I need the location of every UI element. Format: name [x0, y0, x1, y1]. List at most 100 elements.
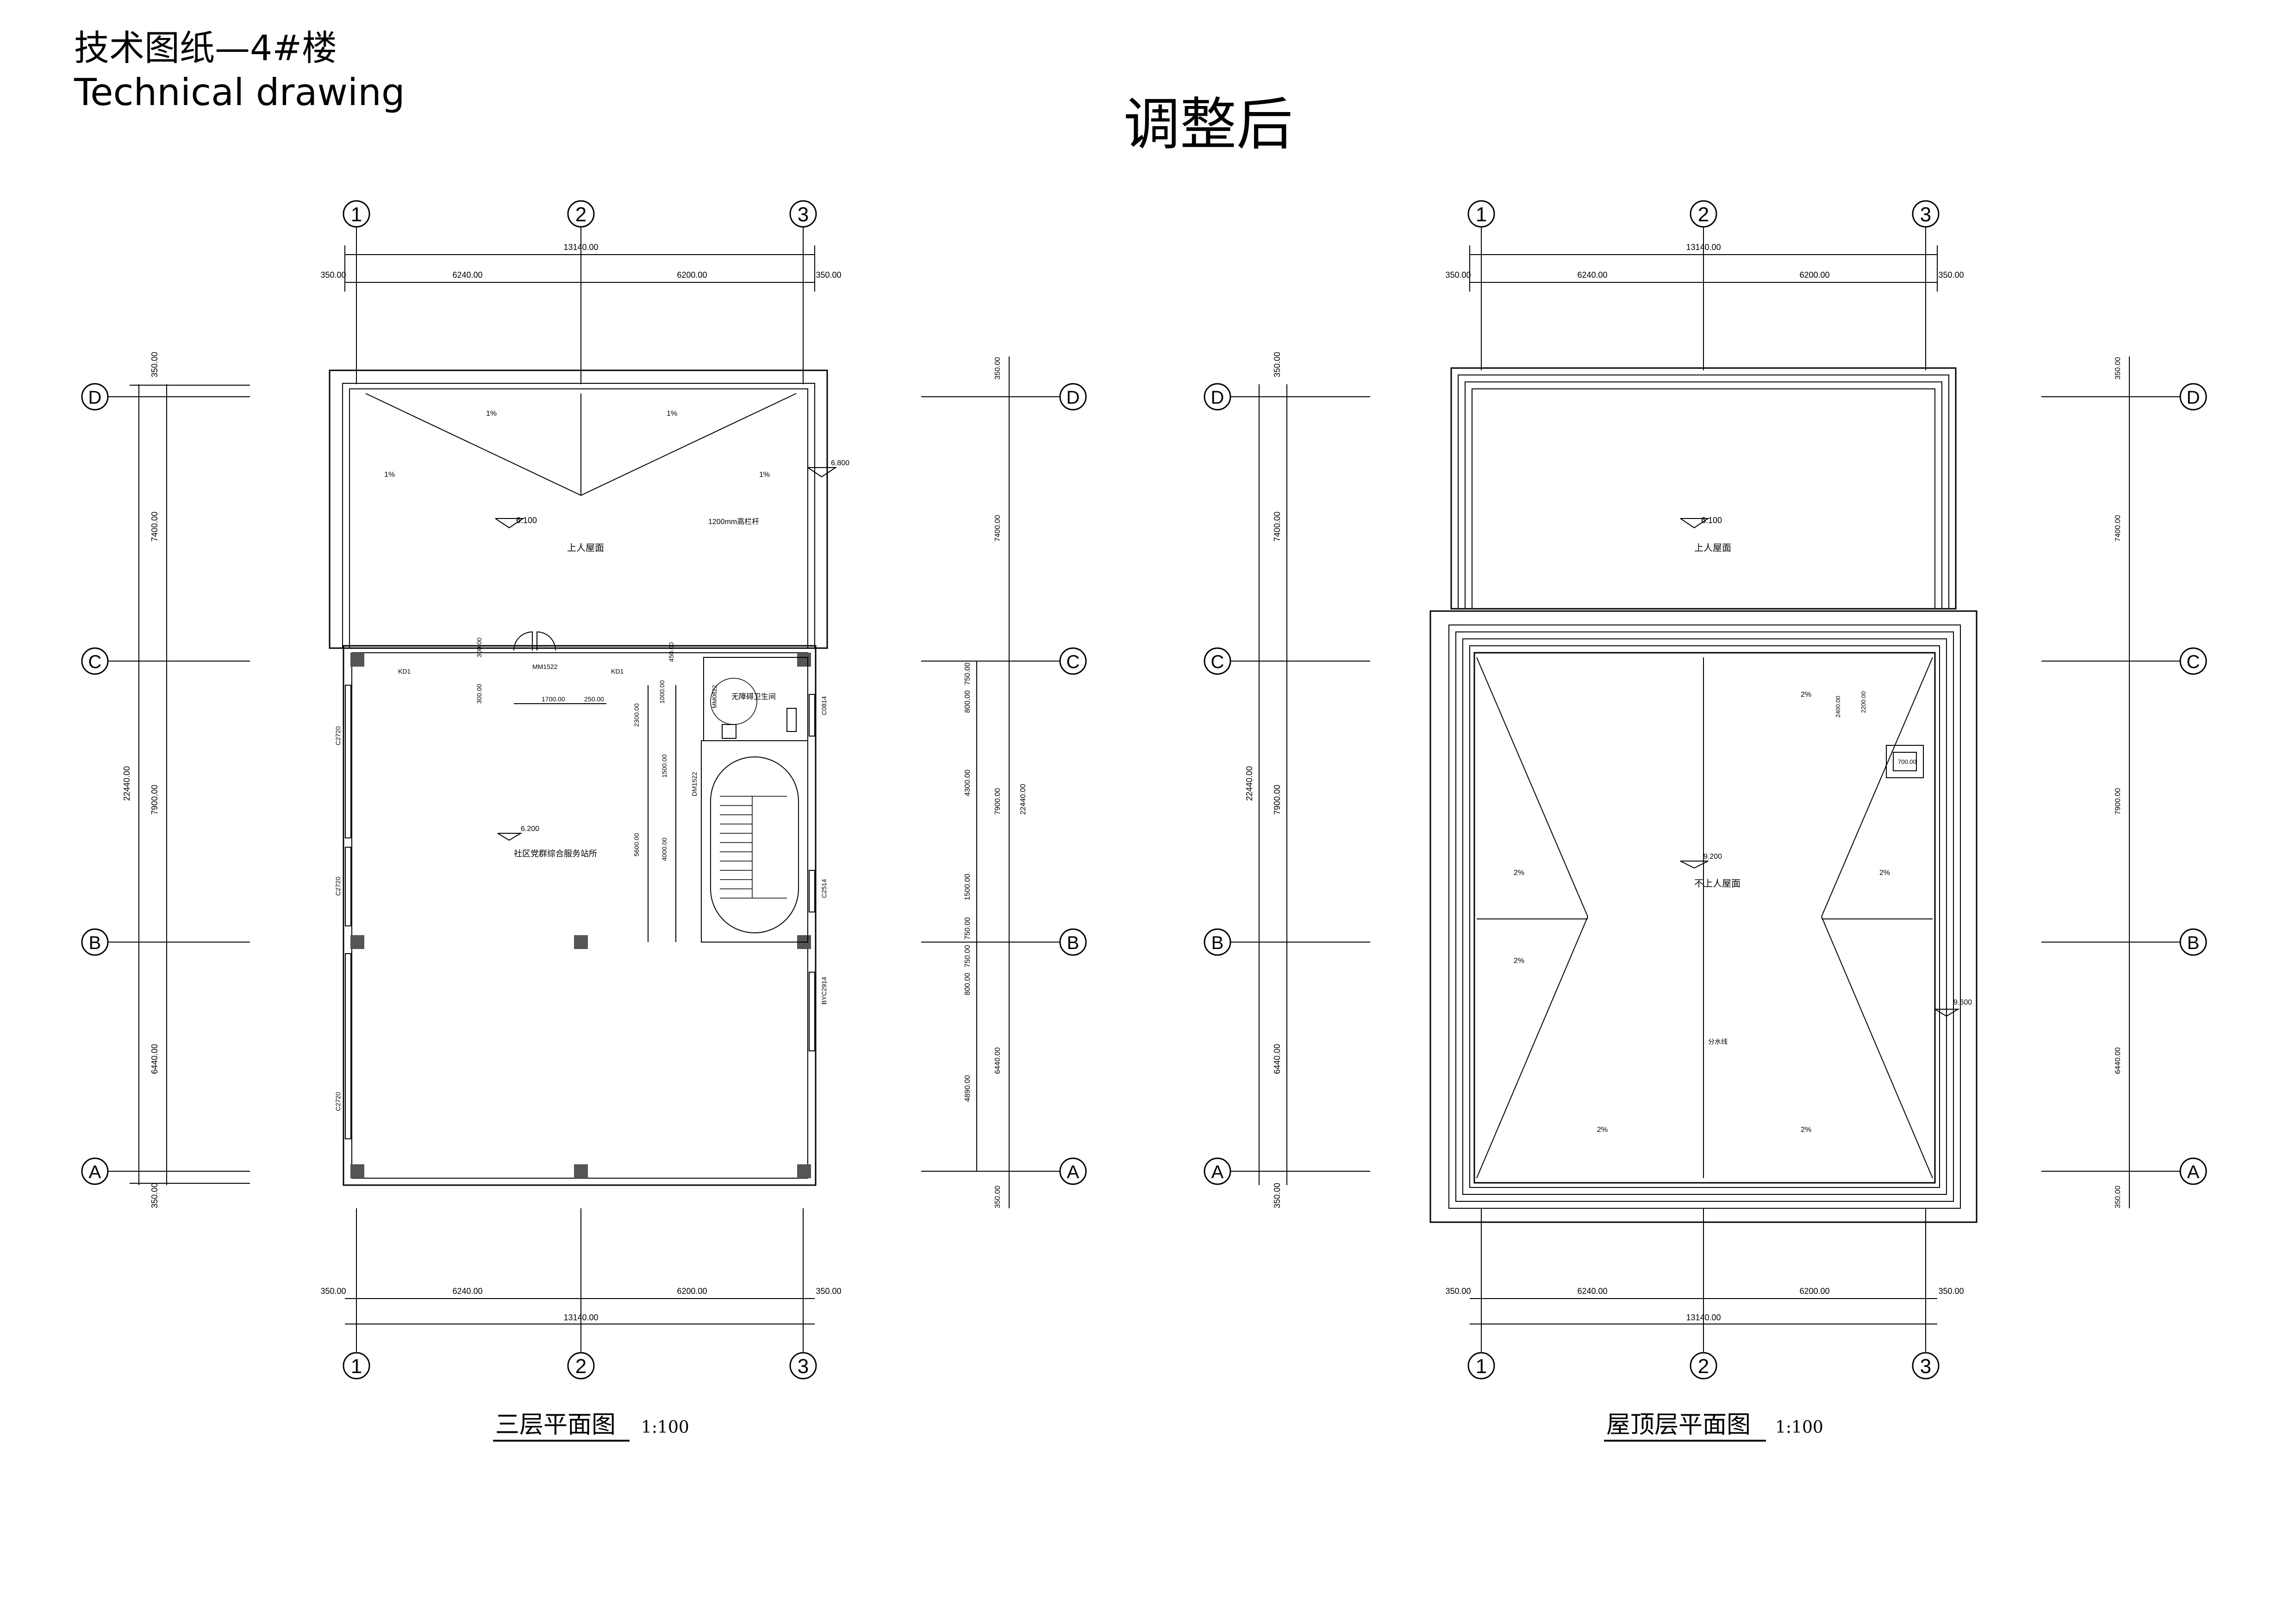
door-stair: DM1522 [691, 772, 698, 796]
dim-c: 6200.00 [1799, 270, 1829, 280]
axis-label: 1 [351, 203, 362, 226]
dim-b: 6240.00 [452, 270, 482, 280]
dim-c: 6200.00 [677, 1287, 707, 1296]
roof-desc: 上人屋面 [567, 543, 604, 553]
dim-right: 350.00 [2114, 1186, 2122, 1208]
dim-b: 6240.00 [1577, 1287, 1607, 1296]
axis-label: D [1211, 387, 1224, 408]
axis-label: B [1067, 933, 1079, 953]
dim-a: 350.00 [1445, 270, 1471, 280]
dim-300a: 300.00 [475, 637, 483, 657]
dim-right: 4300.00 [964, 769, 972, 796]
dim-left-total: 22440.00 [1245, 766, 1254, 801]
dim-right: 6440.00 [2114, 1047, 2122, 1074]
dim-left-total: 22440.00 [122, 766, 131, 801]
dim-c: 6200.00 [677, 270, 707, 280]
roof-desc: 上人屋面 [1694, 543, 1731, 553]
axis-label: C [2187, 652, 2200, 672]
dim-a: 350.00 [320, 270, 346, 280]
dim-d: 350.00 [816, 270, 841, 280]
axis-label: A [2187, 1162, 2200, 1182]
column [350, 935, 364, 949]
parapet-level: 9.600 [1953, 999, 1972, 1006]
window-label: C2514 [820, 879, 828, 898]
dim-c: 6200.00 [1799, 1287, 1829, 1296]
kd-label: KD1 [398, 668, 411, 675]
axis-bubbles-top: 1 2 3 [1467, 200, 1940, 370]
dim-1000: 1000.00 [658, 680, 666, 704]
window-label: C2720 [334, 877, 342, 896]
column [350, 653, 364, 667]
dim-1500: 1500.00 [661, 754, 668, 778]
dim-left-top: 350.00 [1273, 352, 1282, 377]
axis-label: 2 [575, 1355, 586, 1378]
slope-label: 1% [667, 410, 677, 418]
slope-label: 2% [1879, 869, 1890, 877]
axis-label: 1 [1476, 1355, 1487, 1378]
dim-left-cb: 7900.00 [1273, 785, 1282, 815]
axis-label: 3 [798, 203, 809, 226]
main-title: 调整后 [1123, 92, 1293, 157]
dim-total: 13140.00 [563, 1313, 598, 1322]
dim-right: 350.00 [994, 1186, 1002, 1208]
dim-right: 350.00 [2114, 357, 2122, 380]
top-desc: 不上人屋面 [1694, 878, 1741, 889]
dims-top: 13140.00 350.00 6240.00 6200.00 350.00 [320, 243, 842, 292]
slope-label: 2% [1514, 957, 1524, 965]
dim-left-dc: 7400.00 [150, 512, 159, 542]
axis-label: A [89, 1162, 101, 1182]
slope-label: 2% [1801, 691, 1811, 699]
dim-right: 750.00 [964, 662, 972, 685]
axis-label: D [2187, 387, 2200, 408]
axis-label: 2 [1698, 203, 1709, 226]
dim-4000: 4000.00 [661, 837, 668, 861]
dim-b: 6240.00 [1577, 270, 1607, 280]
dim-1700: 1700.00 [542, 695, 565, 703]
dim-b: 6240.00 [452, 1287, 482, 1296]
toilet-label: 无障碍卫生间 [731, 693, 776, 701]
dim-left-dc: 7400.00 [1273, 512, 1282, 542]
header-title-en: Technical drawing [74, 71, 405, 114]
dim-left-bottom: 350.00 [1273, 1183, 1282, 1208]
column [574, 1164, 588, 1178]
dim-d: 350.00 [1938, 270, 1964, 280]
kd-label: KD1 [611, 668, 624, 675]
slope-label: 2% [1514, 869, 1524, 877]
axis-label: D [88, 387, 102, 408]
axis-label: C [1067, 652, 1080, 672]
axis-label: D [1067, 387, 1080, 408]
dim-left-cb: 7900.00 [150, 785, 159, 815]
column [350, 1164, 364, 1178]
upper-roof: 9.200 不上人屋面 9.600 2% 2% 2% 2% 2% 2% 分水线 … [1429, 610, 1978, 1223]
dim-2400: 2400.00 [1834, 696, 1841, 718]
roof-level: 6.100 [516, 516, 537, 525]
plan-title: 三层平面图 [495, 1411, 616, 1439]
window-label: C2720 [334, 1092, 342, 1111]
door-toilet: MM0822 [711, 685, 718, 708]
window-label: C0814 [820, 696, 828, 715]
dim-a: 350.00 [320, 1287, 346, 1296]
dims-bottom: 350.00 6240.00 6200.00 350.00 13140.00 1… [320, 1208, 842, 1380]
dim-right: 4890.00 [964, 1075, 972, 1102]
dims-bottom: 350.00 6240.00 6200.00 350.00 13140.00 1… [1445, 1208, 1964, 1380]
dim-a: 350.00 [1445, 1287, 1471, 1296]
dim-left-bottom: 350.00 [150, 1183, 159, 1208]
roof-level: 6.100 [1701, 516, 1722, 525]
plan-scale: 1:100 [1775, 1418, 1823, 1437]
dim-250: 250.00 [584, 695, 604, 703]
axis-label: 2 [575, 203, 586, 226]
dim-d: 350.00 [816, 1287, 841, 1296]
room-level: 6.200 [521, 825, 539, 833]
axis-label: 2 [1698, 1355, 1709, 1378]
axis-label: B [2187, 933, 2200, 953]
column [797, 653, 811, 667]
header-title-cn: 技术图纸—4#楼 [74, 27, 337, 69]
parapet-note: 1200mm高栏杆 [708, 518, 759, 526]
axis-label: B [1211, 933, 1224, 953]
dim-right: 800.00 [964, 973, 972, 995]
axis-label: 3 [1920, 1355, 1931, 1378]
dim-total: 13140.00 [1686, 243, 1721, 252]
axis-label: C [88, 652, 102, 672]
door-label: MM1522 [532, 663, 558, 670]
